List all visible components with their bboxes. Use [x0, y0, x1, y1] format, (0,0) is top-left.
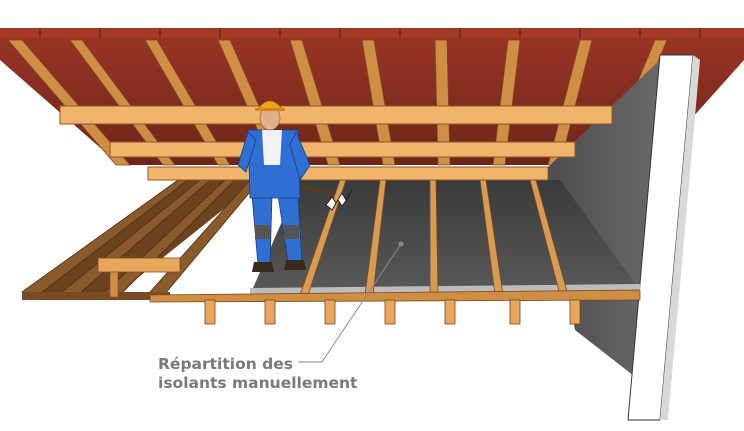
callout-line-2: isolants manuellement — [158, 374, 358, 392]
left-floor-joists — [21, 179, 261, 301]
callout-line-1: Répartition des — [158, 355, 294, 373]
worker-figure — [237, 100, 331, 272]
callout-label: Répartition des isolants manuellement — [158, 355, 398, 393]
front-beam — [149, 289, 641, 325]
ceiling-joists — [299, 179, 569, 296]
insulation-spray — [325, 189, 353, 211]
collar-beams — [59, 105, 613, 181]
leader-line — [298, 241, 404, 363]
walking-plank — [97, 257, 181, 298]
